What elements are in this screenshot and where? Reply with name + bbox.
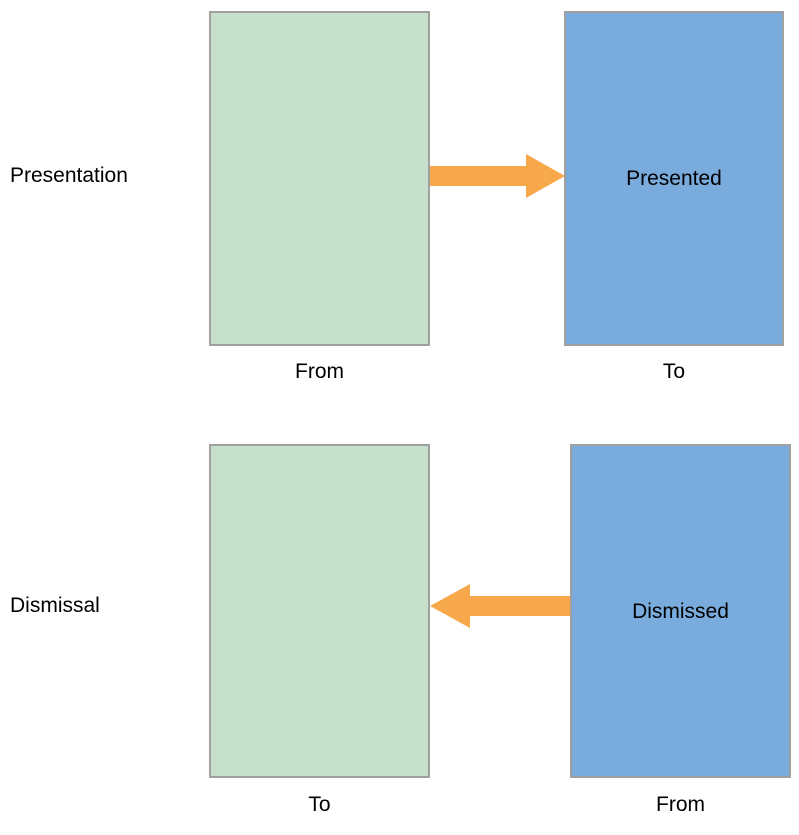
row-label-dismissal: Dismissal [10,594,100,617]
diagram-row-dismissal: Dismissal Dismissed To From [0,420,799,835]
row-label-presentation: Presentation [10,164,128,187]
dismissal-from-caption: From [656,793,705,816]
dismissal-from-box-label: Dismissed [632,599,729,623]
presentation-from-caption: From [295,360,344,383]
presentation-to-caption: To [662,360,686,383]
arrow-right-icon [430,154,565,198]
dismissal-to-caption: To [308,793,331,816]
dismissal-from-box[interactable]: Dismissed [570,444,791,778]
arrow-left-icon [430,584,572,628]
presentation-to-box[interactable]: Presented [564,11,784,346]
presentation-to-box-label: Presented [626,167,722,190]
diagram-row-presentation: Presentation Presented From To [10,11,784,383]
presentation-from-box[interactable] [209,11,430,346]
dismissal-to-box[interactable] [209,444,430,778]
